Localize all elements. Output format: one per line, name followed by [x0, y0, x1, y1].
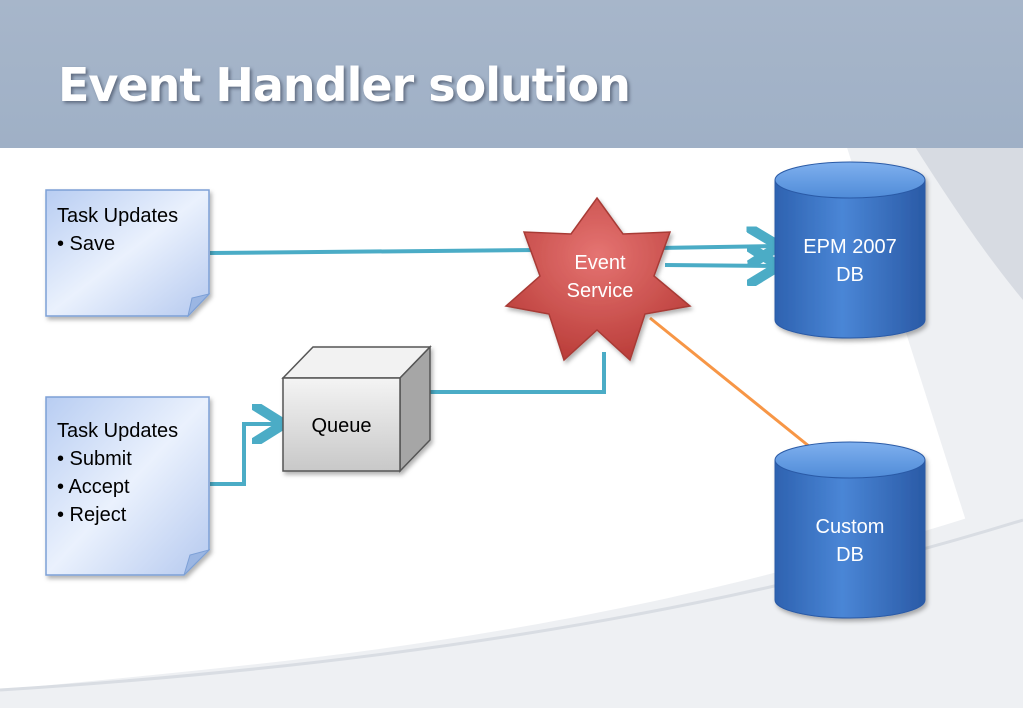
note-task-updates-submit	[45, 396, 211, 576]
queue-label-text: Queue	[311, 415, 372, 437]
note-submit-item-reject: • Reject	[57, 504, 127, 526]
epm-db-cylinder	[774, 161, 926, 339]
note-save-text: Task Updates • Save	[57, 202, 178, 258]
note-save-item: • Save	[57, 233, 116, 255]
slide-title: Event Handler solution	[58, 58, 631, 112]
connector-save-to-epm	[209, 246, 775, 253]
custom-db-line1: Custom	[815, 516, 885, 538]
custom-db-line2: DB	[836, 544, 864, 566]
header-band	[0, 0, 1023, 148]
connector-submit-to-queue	[210, 424, 280, 486]
event-service-line2: Service	[566, 280, 634, 302]
note-submit-item-accept: • Accept	[57, 476, 130, 498]
epm-db-label: EPM 2007 DB	[775, 233, 925, 289]
queue-cube	[281, 345, 432, 473]
event-service-star	[504, 196, 692, 362]
custom-db-cylinder	[774, 441, 926, 619]
epm-db-line2: DB	[836, 264, 864, 286]
note-save-heading: Task Updates	[57, 205, 179, 227]
epm-db-line1: EPM 2007	[803, 236, 897, 258]
custom-db-label: Custom DB	[775, 513, 925, 569]
note-submit-text: Task Updates • Submit • Accept • Reject	[57, 417, 178, 529]
event-service-line1: Event	[574, 252, 626, 274]
note-task-updates-save	[45, 189, 211, 318]
queue-label: Queue	[283, 412, 400, 440]
connector-event-to-epm	[664, 265, 775, 266]
note-submit-item-submit: • Submit	[57, 448, 132, 470]
note-submit-heading: Task Updates	[57, 420, 179, 442]
connector-queue-to-event	[430, 352, 606, 394]
event-service-label: Event Service	[540, 249, 660, 305]
